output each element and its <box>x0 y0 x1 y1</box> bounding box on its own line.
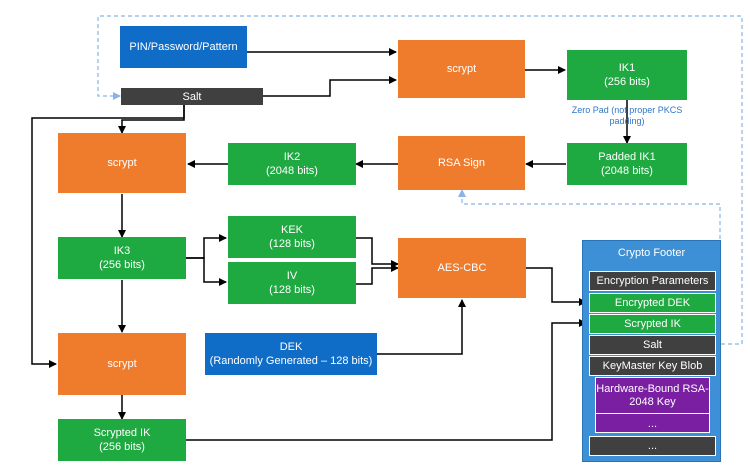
rsa-sign-box: RSA Sign <box>398 136 525 190</box>
rsa-sign-label: RSA Sign <box>437 157 486 169</box>
footer-row-ellipsis: ... <box>589 436 716 456</box>
footer-row-scrypted-ik: Scrypted IK <box>589 314 716 334</box>
pin-label: PIN/Password/Pattern <box>129 41 238 53</box>
footer-row-encrypted-dek: Encrypted DEK <box>589 293 716 313</box>
footer-row-encryption-parameters: Encryption Parameters <box>589 271 716 291</box>
scrypt-top-label: scrypt <box>446 63 477 75</box>
scrypt-bottom-label: scrypt <box>107 358 137 370</box>
iv-label: IV (128 bits) <box>269 270 315 296</box>
scrypt-top-box: scrypt <box>398 40 525 98</box>
ik1-box: IK1 (256 bits) <box>567 50 687 100</box>
kek-label: KEK (128 bits) <box>269 224 315 250</box>
zero-pad-note: Zero Pad (not proper PKCS padding) <box>571 105 683 126</box>
keymaster-blob-inner: Hardware-Bound RSA-2048 Key ... <box>595 377 710 433</box>
aes-cbc-label: AES-CBC <box>437 262 487 274</box>
dek-box: DEK (Randomly Generated – 128 bits) <box>205 333 377 375</box>
scrypted-ik-label: Scrypted IK (256 bits) <box>93 427 151 453</box>
scrypt-bottom-box: scrypt <box>58 333 186 395</box>
footer-row-keymaster-key-blob: KeyMaster Key Blob <box>589 356 716 376</box>
kek-box: KEK (128 bits) <box>228 216 356 258</box>
ik2-label: IK2 (2048 bits) <box>266 151 318 177</box>
scrypt-mid-label: scrypt <box>107 157 137 169</box>
scrypted-ik-box: Scrypted IK (256 bits) <box>58 419 186 461</box>
iv-box: IV (128 bits) <box>228 262 356 304</box>
footer-row-salt: Salt <box>589 335 716 355</box>
dek-label: DEK (Randomly Generated – 128 bits) <box>209 341 373 367</box>
ik1-label: IK1 (256 bits) <box>604 62 650 88</box>
footer-row-hardware-bound-rsa-key: Hardware-Bound RSA-2048 Key <box>596 383 709 408</box>
ik3-box: IK3 (256 bits) <box>58 237 186 279</box>
aes-cbc-box: AES-CBC <box>398 238 526 298</box>
pin-password-pattern-box: PIN/Password/Pattern <box>120 26 247 68</box>
salt-box: Salt <box>121 88 263 105</box>
ik3-label: IK3 (256 bits) <box>99 245 145 271</box>
padded-ik1-label: Padded IK1 (2048 bits) <box>598 151 656 177</box>
crypto-footer-panel: Crypto Footer Encryption Parameters Encr… <box>582 240 721 462</box>
footer-row-inner-ellipsis: ... <box>596 413 709 433</box>
salt-label: Salt <box>182 90 202 103</box>
ik2-box: IK2 (2048 bits) <box>228 143 356 185</box>
scrypt-mid-box: scrypt <box>58 133 186 193</box>
crypto-footer-title: Crypto Footer <box>617 247 686 259</box>
padded-ik1-box: Padded IK1 (2048 bits) <box>567 143 687 185</box>
